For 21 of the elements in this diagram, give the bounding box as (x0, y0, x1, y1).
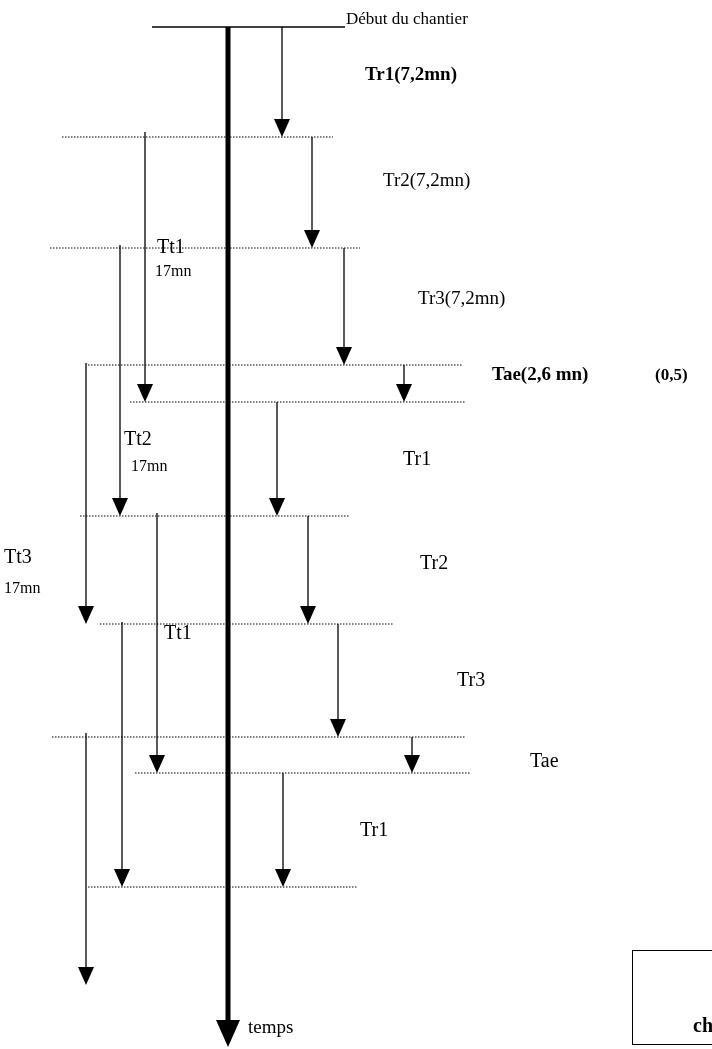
text-label: temps (248, 1017, 294, 1036)
text-label: Tr3 (457, 669, 486, 689)
text-label: 17mn (131, 458, 168, 474)
text-label: 17mn (4, 580, 41, 596)
text-label: Tr3(7,2mn) (418, 288, 506, 307)
text-label: Début du chantier (346, 10, 468, 27)
text-label: Tr1 (403, 448, 432, 468)
text-label: (0,5) (655, 366, 688, 383)
text-label: Tt1 (164, 622, 192, 642)
text-label: Tt1 (157, 236, 185, 256)
text-label: Tt3 (4, 546, 32, 566)
box-text: ch (693, 1015, 712, 1035)
text-label: Tt2 (124, 428, 152, 448)
text-label: 17mn (155, 263, 192, 279)
text-label: Tae(2,6 mn) (492, 364, 589, 383)
text-label: Tr1(7,2mn) (365, 64, 457, 83)
text-label: Tr2(7,2mn) (383, 170, 471, 189)
text-label: Tr1 (360, 819, 389, 839)
text-box (632, 950, 712, 1045)
text-label: Tae (530, 750, 559, 770)
text-label: Tr2 (420, 552, 449, 572)
